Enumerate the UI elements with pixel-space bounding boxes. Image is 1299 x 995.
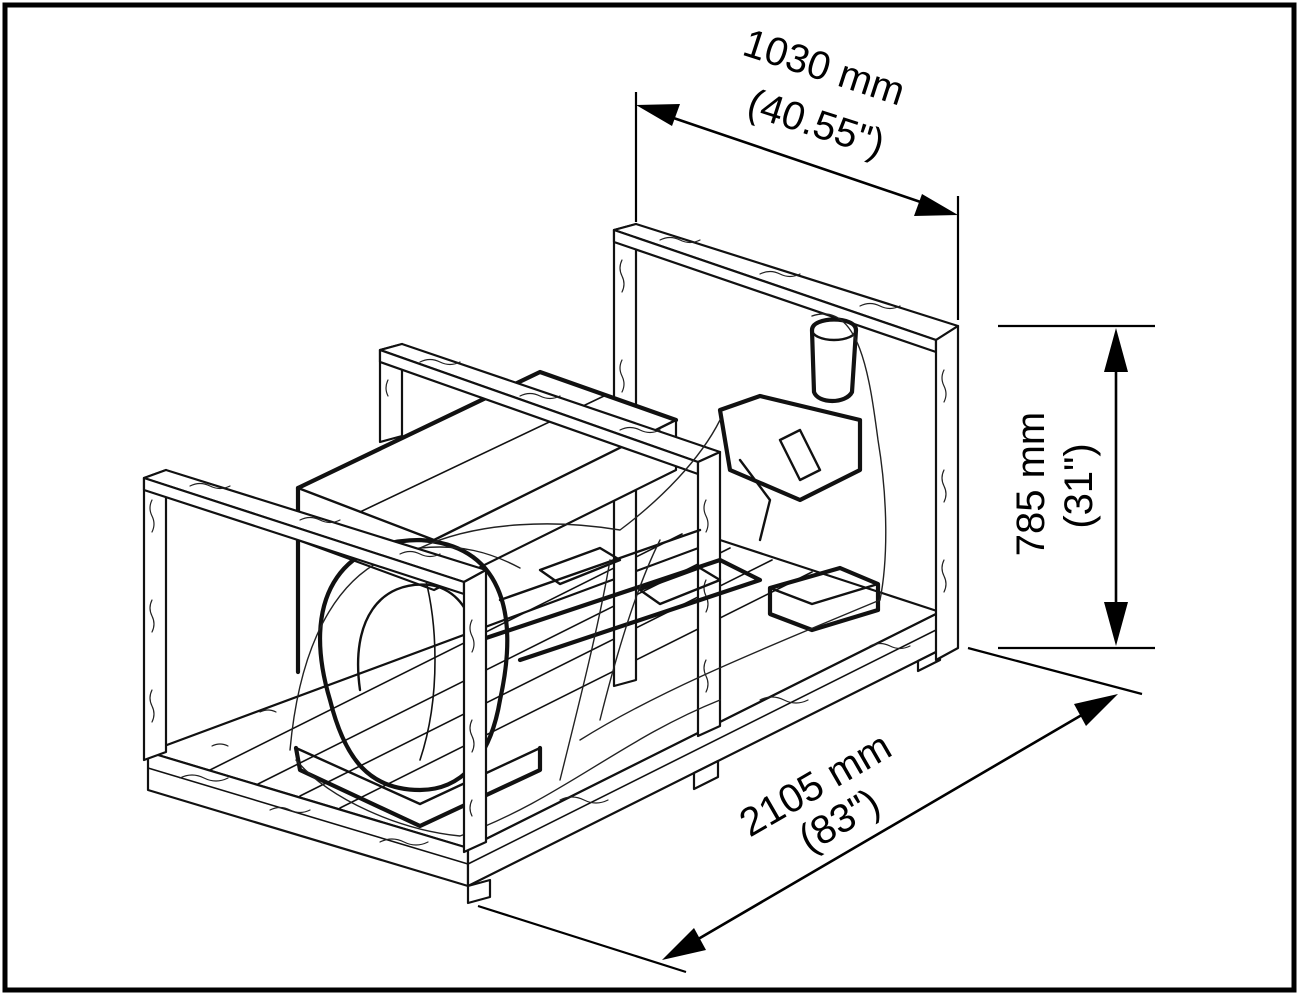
crate-front-frame — [142, 468, 488, 854]
crate-middle-frame — [378, 342, 722, 738]
length-dimension — [477, 646, 1143, 974]
height-metric-label: 785 mm — [1009, 412, 1053, 557]
height-dimension — [998, 324, 1155, 650]
elliptical-trainer — [293, 317, 881, 829]
width-dimension — [634, 92, 960, 320]
height-imperial-label: (31") — [1057, 443, 1101, 528]
